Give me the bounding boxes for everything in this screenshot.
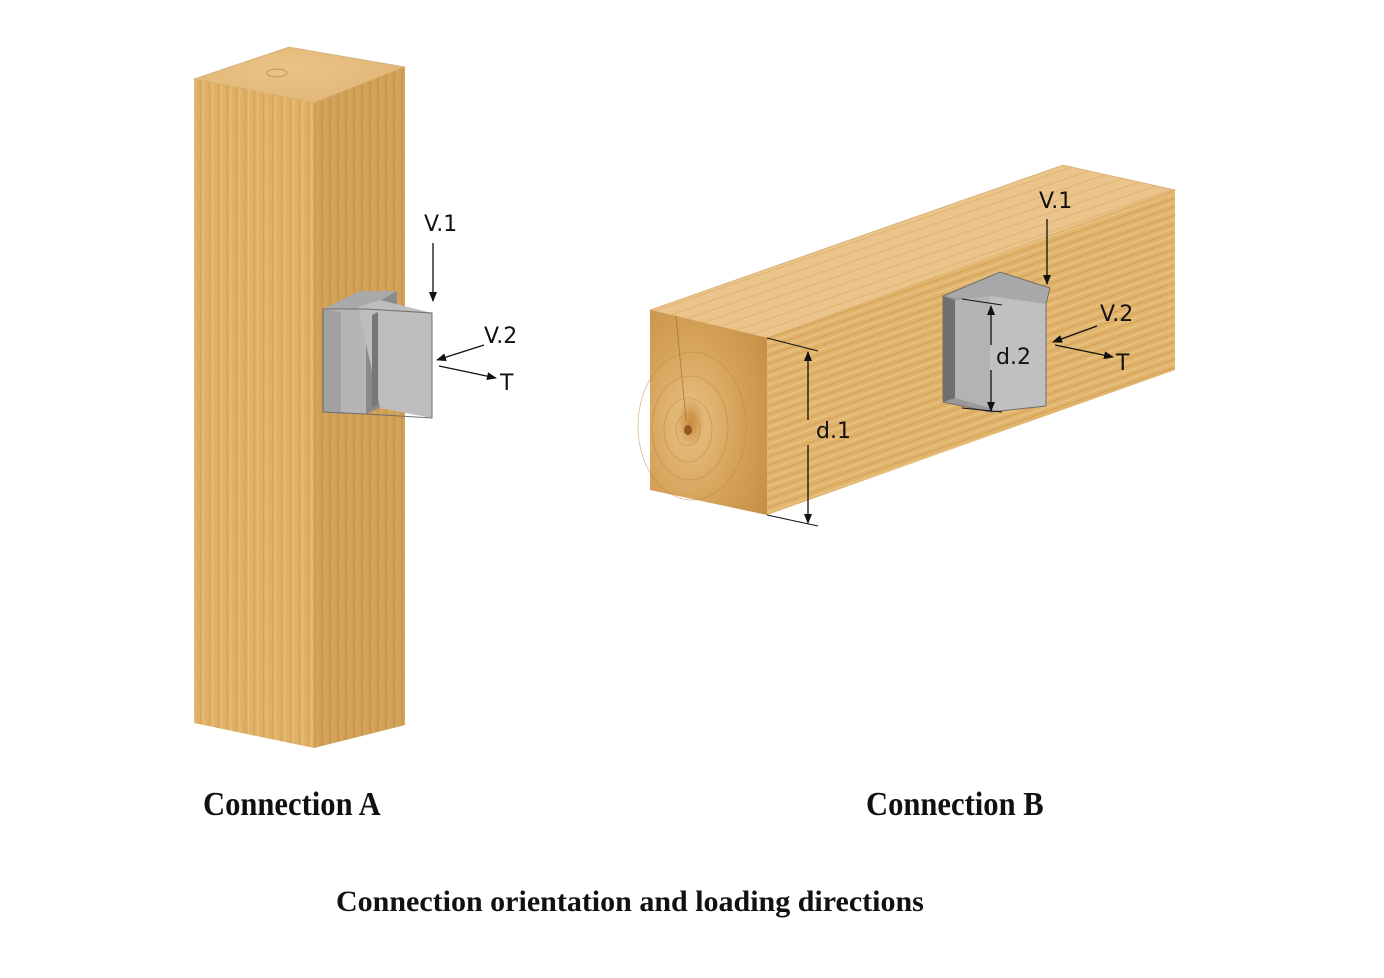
label-b-d1: d.1 xyxy=(816,419,851,444)
dimension-d2 xyxy=(961,298,1003,413)
connection-a-title: Connection A xyxy=(203,786,381,823)
dimension-d1 xyxy=(766,337,819,527)
steel-hanger-a xyxy=(322,291,433,419)
connection-b-title: Connection B xyxy=(866,786,1044,823)
steel-hanger-b xyxy=(942,271,1051,413)
figure-caption: Connection orientation and loading direc… xyxy=(336,885,924,918)
arrow-b-t xyxy=(1054,344,1114,360)
arrow-a-v2 xyxy=(436,344,485,362)
label-a-v1: V.1 xyxy=(424,212,457,237)
label-a-t: T xyxy=(499,371,514,396)
label-b-d2: d.2 xyxy=(996,345,1031,370)
label-b-t: T xyxy=(1115,351,1130,376)
connection-a-figure: V.1 V.2 T xyxy=(192,46,517,748)
arrow-b-v2 xyxy=(1052,325,1098,343)
label-b-v2: V.2 xyxy=(1100,302,1133,327)
label-a-v2: V.2 xyxy=(484,324,517,349)
arrow-a-t xyxy=(438,365,497,381)
label-b-v1: V.1 xyxy=(1039,189,1072,214)
connection-b-figure: d.1 d.2 V.1 V.2 T xyxy=(637,164,1177,527)
post-top-pith xyxy=(266,68,288,78)
post-front-face xyxy=(194,79,314,748)
